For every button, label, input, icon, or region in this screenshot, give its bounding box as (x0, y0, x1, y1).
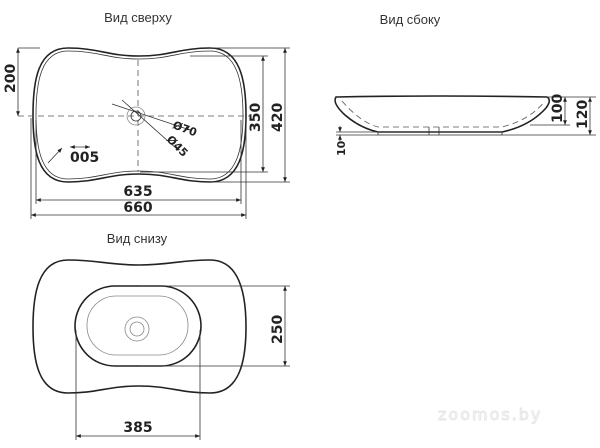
bottom-drain-outer (124, 316, 150, 342)
top-view-title: Вид сверху (104, 10, 172, 25)
o70-leader (111, 103, 191, 131)
dim-120-label: 120 (575, 100, 591, 129)
bottom-view: Вид снизу 250 385 (32, 231, 290, 440)
drain-inner (130, 110, 142, 122)
watermark: zoomos.by (438, 405, 542, 424)
bottom-foot (74, 285, 202, 367)
o45-label: Ø45 (164, 133, 191, 160)
side-view: Вид сбоку 100 120 10 (334, 12, 596, 156)
dim-350-label: 350 (248, 103, 264, 132)
bottom-outline (32, 259, 247, 394)
dim-200-label: 200 (3, 64, 19, 93)
dim-420-label: 420 (270, 103, 286, 132)
dim-100-label: 100 (550, 94, 566, 123)
dim-635-label: 635 (123, 184, 152, 200)
side-base (377, 131, 503, 136)
dim-385-label: 385 (123, 420, 152, 436)
bottom-recess (86, 295, 189, 356)
dim-660-label: 660 (123, 200, 152, 216)
top-view: Вид сверху Ø70 Ø45 005 200 350 420 63 (3, 10, 290, 219)
dim-10-label: 10 (335, 140, 348, 156)
radius-leader (47, 147, 63, 164)
bottom-view-title: Вид снизу (107, 231, 168, 246)
side-outline (334, 95, 551, 133)
drain-outer (126, 106, 146, 126)
o45-leader (121, 99, 179, 151)
top-outline (32, 47, 247, 183)
side-view-title: Вид сбоку (380, 12, 441, 27)
bottom-drain-inner (129, 321, 145, 337)
dim-250-label: 250 (270, 315, 286, 344)
side-inner-hidden (341, 100, 546, 128)
top-inner-rim (35, 50, 244, 180)
radius-label: 005 (70, 150, 99, 166)
